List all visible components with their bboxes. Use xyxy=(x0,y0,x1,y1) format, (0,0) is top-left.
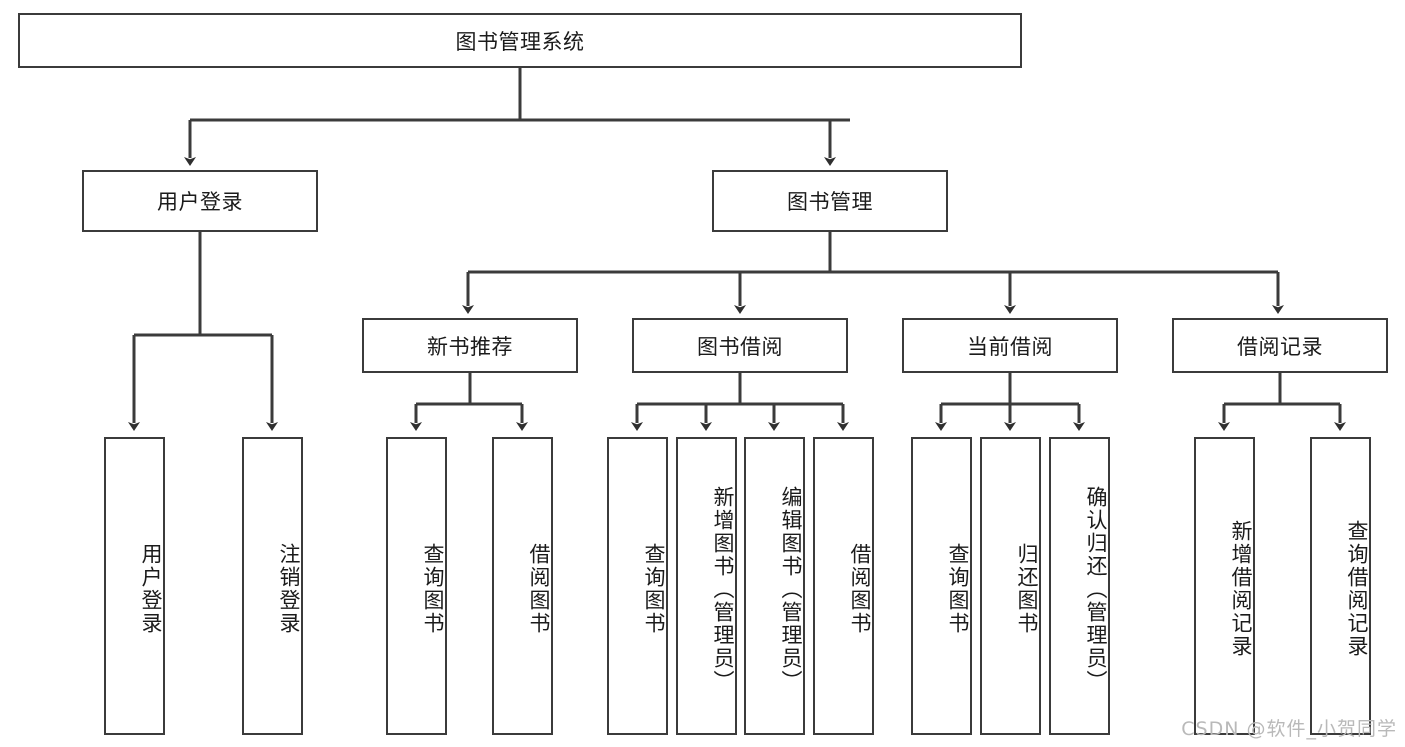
node-label: 查询图书 xyxy=(946,543,970,635)
leaf-confirm-return-admin[interactable]: 确认归还（管理员） xyxy=(1049,437,1110,735)
node-label: 新增借阅记录 xyxy=(1229,520,1253,658)
node-root-system[interactable]: 图书管理系统 xyxy=(18,13,1022,68)
leaf-return-book[interactable]: 归还图书 xyxy=(980,437,1041,735)
leaf-borrow-book[interactable]: 借阅图书 xyxy=(813,437,874,735)
node-book-management[interactable]: 图书管理 xyxy=(712,170,948,232)
node-label: 图书管理 xyxy=(787,190,873,214)
node-book-borrow[interactable]: 图书借阅 xyxy=(632,318,848,373)
node-label: 新增图书（管理员） xyxy=(711,485,735,693)
node-new-book-recommend[interactable]: 新书推荐 xyxy=(362,318,578,373)
node-label: 查询图书 xyxy=(421,543,445,635)
leaf-query-book-recommend[interactable]: 查询图书 xyxy=(386,437,447,735)
node-label: 借阅图书 xyxy=(848,543,872,635)
node-label: 图书借阅 xyxy=(697,334,783,359)
node-label: 用户登录 xyxy=(157,190,243,214)
node-label: 用户登录 xyxy=(139,543,163,635)
leaf-query-borrow-record[interactable]: 查询借阅记录 xyxy=(1310,437,1371,735)
node-label: 新书推荐 xyxy=(427,334,513,359)
leaf-add-book-admin[interactable]: 新增图书（管理员） xyxy=(676,437,737,735)
node-label: 编辑图书（管理员） xyxy=(779,485,803,693)
leaf-add-borrow-record[interactable]: 新增借阅记录 xyxy=(1194,437,1255,735)
node-label: 图书管理系统 xyxy=(455,29,585,54)
node-label: 确认归还（管理员） xyxy=(1084,485,1108,693)
node-label: 查询借阅记录 xyxy=(1345,520,1369,658)
leaf-query-book-borrow[interactable]: 查询图书 xyxy=(607,437,668,735)
leaf-logout[interactable]: 注销登录 xyxy=(242,437,303,735)
node-current-borrow[interactable]: 当前借阅 xyxy=(902,318,1118,373)
node-user-login[interactable]: 用户登录 xyxy=(82,170,318,232)
node-label: 借阅图书 xyxy=(527,543,551,635)
leaf-query-book-current[interactable]: 查询图书 xyxy=(911,437,972,735)
node-label: 查询图书 xyxy=(642,543,666,635)
leaf-edit-book-admin[interactable]: 编辑图书（管理员） xyxy=(744,437,805,735)
node-borrow-records[interactable]: 借阅记录 xyxy=(1172,318,1388,373)
leaf-borrow-book-recommend[interactable]: 借阅图书 xyxy=(492,437,553,735)
csdn-watermark: CSDN @软件_小贺同学 xyxy=(1181,718,1397,740)
node-label: 归还图书 xyxy=(1015,543,1039,635)
node-label: 当前借阅 xyxy=(967,334,1053,359)
leaf-user-login[interactable]: 用户登录 xyxy=(104,437,165,735)
node-label: 注销登录 xyxy=(277,543,301,635)
node-label: 借阅记录 xyxy=(1237,334,1323,359)
